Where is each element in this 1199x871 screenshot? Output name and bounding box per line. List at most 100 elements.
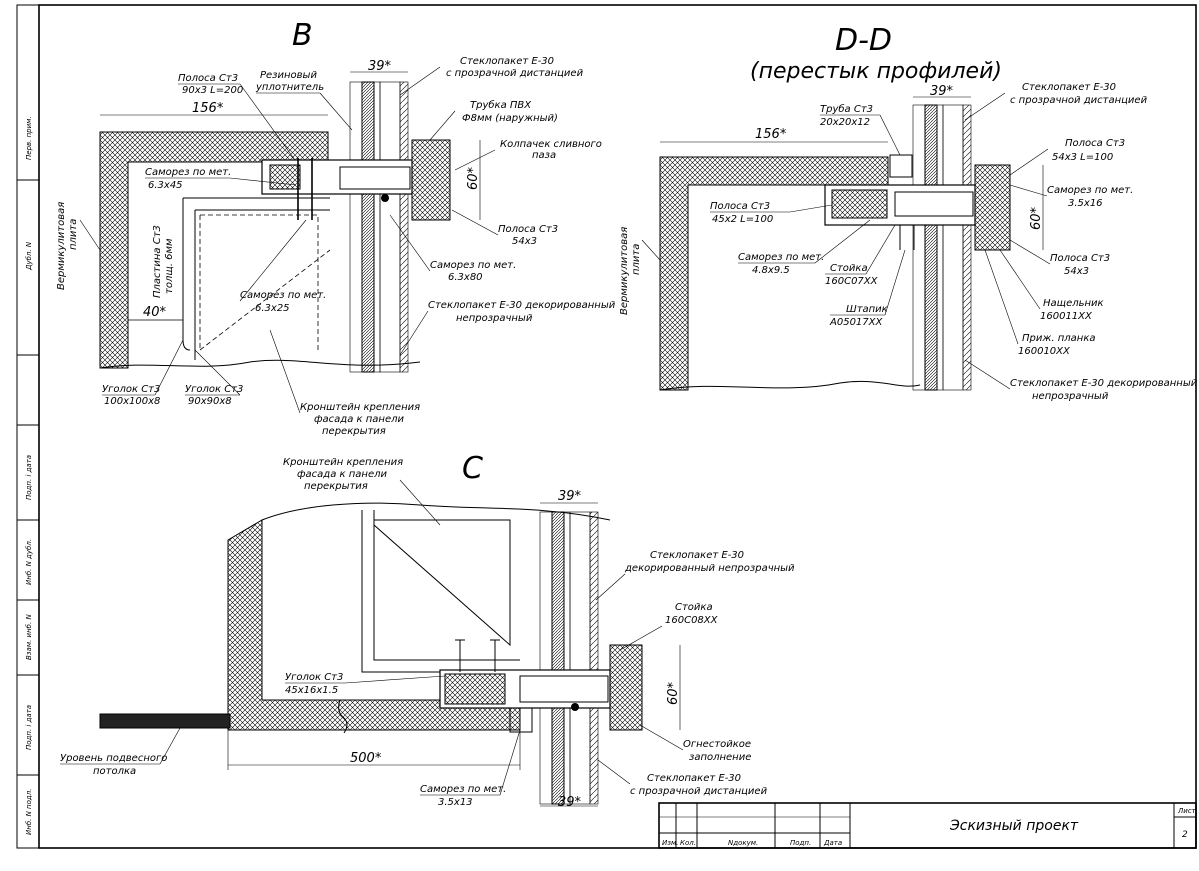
view-dd-strip-a-1: Полоса Ст3 [1065, 138, 1125, 149]
view-dd-strip-a-2: 54х3 L=100 [1052, 152, 1113, 163]
view-b-strip-b-2: 54х3 [512, 236, 537, 247]
side-stamp-3: Подп. i дата [25, 455, 33, 500]
view-dd-pressure-2: 160010ХХ [1018, 346, 1071, 357]
drawing-frame [16, 4, 1197, 849]
view-dd-post-1: Стойка [830, 263, 868, 274]
side-stamp-4: Инб. N дубл. [25, 539, 33, 585]
view-b-dim-39: 39* [368, 59, 392, 74]
view-b-bracket-1: Кронштейн крепления [300, 402, 420, 413]
sheet-number: 2 [1182, 830, 1188, 840]
view-c-bracket-3: перекрытия [304, 481, 368, 492]
view-c-dim-39-bottom: 39* [558, 795, 582, 810]
view-c-ceiling-level [99, 713, 231, 729]
view-b-glass-top-2: с прозрачной дистанцией [446, 68, 584, 79]
view-dd-screw-b-2: 4.8х9.5 [752, 265, 790, 276]
view-b-angle-b-2: 90х90х8 [188, 396, 232, 407]
view-c-glass-dec-2: декорированный непрозрачный [624, 563, 795, 574]
view-b-glass-top-1: Стеклопакет Е-30 [460, 56, 554, 67]
view-b-screw-c-1: Саморез по мет. [240, 290, 326, 301]
view-dd-verm-1: Вермикулитовая [619, 227, 630, 315]
view-dd-dim-60: 60* [1029, 206, 1044, 230]
view-b-dim-60: 60* [466, 166, 481, 190]
view-b-plate-2: толщ. 6мм [164, 238, 175, 294]
view-b-cap-2: паза [532, 150, 556, 161]
view-c-bracket [361, 510, 520, 673]
view-dd-screw-b-1: Саморез по мет. [738, 252, 824, 263]
view-b-screw-c-2: 6.3х25 [255, 303, 290, 314]
view-c-angle-2: 45х16х1.5 [285, 685, 338, 696]
project-title: Эскизный проект [949, 818, 1079, 834]
view-c-dim-60: 60* [666, 681, 681, 705]
side-stamp-column: Перв. прим. Дубл. N Подп. i дата Инб. N … [25, 116, 33, 835]
view-dd-glass-dec-2: непрозрачный [1032, 391, 1109, 402]
view-dd-cover-2: 160011ХХ [1040, 311, 1093, 322]
view-c-bracket-2: фасада к панели [297, 469, 387, 480]
view-dd-glass-top-1: Стеклопакет Е-30 [1022, 82, 1116, 93]
view-b-bracket-2: фасада к панели [314, 414, 404, 425]
view-dd-strip-b-2: 45х2 L=100 [712, 214, 773, 225]
sheet-label: Лист [1177, 807, 1197, 815]
view-c-screw-1: Саморез по мет. [420, 784, 506, 795]
side-stamp-5: Взам. инб. N [25, 614, 33, 660]
view-b-strip-a-2: 90х3 L=200 [182, 85, 243, 96]
view-b-angle-a-1: Уголок Ст3 [102, 384, 160, 395]
header-sign: Подп. [790, 839, 811, 847]
view-b-verm-2: плита [68, 219, 79, 250]
header-qty: Кол. [680, 839, 696, 847]
view-c-angle-1: Уголок Ст3 [285, 672, 343, 683]
view-b-angle-a-2: 100х100х8 [104, 396, 160, 407]
view-c-bracket-1: Кронштейн крепления [283, 457, 403, 468]
view-b-screw-b-1: Саморез по мет. [430, 260, 516, 271]
view-c-glass-dec-1: Стеклопакет Е-30 [650, 550, 744, 561]
view-b-bracket-3: перекрытия [322, 426, 386, 437]
view-dd-post-2: 160С07ХХ [825, 276, 879, 287]
view-b-screw-a-1: Саморез по мет. [145, 167, 231, 178]
view-dd-screw-a-1: Саморез по мет. [1047, 185, 1133, 196]
view-b: B 39* 156* 40* 60* Полоса Ст3 90х3 L [56, 18, 616, 437]
view-dd-cover-1: Нащельник [1043, 298, 1104, 309]
view-b-plate-1: Пластина Ст3 [152, 225, 163, 298]
view-b-screw-b-2: 6.3х80 [448, 272, 483, 283]
view-dd-pressure-1: Приж. планка [1022, 333, 1096, 344]
view-c-glass-dark [551, 511, 565, 805]
view-c-glass-clear-1: Стеклопакет Е-30 [647, 773, 741, 784]
view-c-post-2: 160С08ХХ [665, 615, 719, 626]
view-dd-glass-top-2: с прозрачной дистанцией [1010, 95, 1148, 106]
view-dd-glass-dec-1: Стеклопакет Е-30 декорированный [1010, 378, 1198, 389]
view-c: C 39* 39* 500* 60* К [60, 451, 795, 810]
view-dd-screw-a-2: 3.5х16 [1068, 198, 1103, 209]
view-b-pvc-1: Трубка ПВХ [470, 99, 532, 111]
view-dd-strip-c-1: Полоса Ст3 [1050, 253, 1110, 264]
view-b-seal-1: Резиновый [260, 70, 317, 81]
view-b-pvc-2: Ф8мм (наружный) [462, 113, 558, 124]
view-c-fill-1: Огнестойкое [683, 739, 751, 750]
view-b-bracket [182, 197, 330, 360]
view-b-cap-1: Колпачек сливного [500, 139, 602, 150]
view-b-screw-a-2: 6.3х45 [148, 180, 183, 191]
side-stamp-7: Инб. N подл. [25, 789, 33, 835]
view-b-glass-dec-2: непрозрачный [456, 313, 533, 324]
view-dd-strip-b-1: Полоса Ст3 [710, 201, 770, 212]
view-b-dim-156: 156* [192, 101, 224, 116]
view-b-dim-40: 40* [143, 305, 167, 320]
view-c-title: C [462, 451, 483, 486]
view-b-glass-dec-1: Стеклопакет Е-30 декорированный [428, 300, 616, 311]
view-b-verm-1: Вермикулитовая [56, 202, 67, 290]
view-dd-glass-dark [924, 104, 938, 391]
view-dd-dim-156: 156* [755, 127, 787, 142]
side-stamp-1: Перв. прим. [25, 116, 33, 160]
view-b-strip-b-1: Полоса Ст3 [498, 224, 558, 235]
view-dd-title: D-D [835, 23, 892, 58]
view-b-title: B [292, 18, 313, 53]
view-dd-verm-2: плита [631, 244, 642, 275]
view-c-screw-2: 3.5х13 [438, 797, 473, 808]
header-change: Изм. [662, 839, 678, 847]
side-stamp-2: Дубл. N [25, 241, 33, 271]
view-b-glass-dark [361, 81, 375, 373]
view-b-angle-b-1: Уголок Ст3 [185, 384, 243, 395]
view-dd-strip-c-2: 54х3 [1064, 266, 1089, 277]
view-dd-tube-2: 20х20х12 [820, 117, 870, 128]
view-c-ceiling-1: Уровень подвесного [60, 753, 167, 764]
title-block: Изм. Кол. Nдокум. Подп. Дата Эскизный пр… [658, 802, 1197, 849]
